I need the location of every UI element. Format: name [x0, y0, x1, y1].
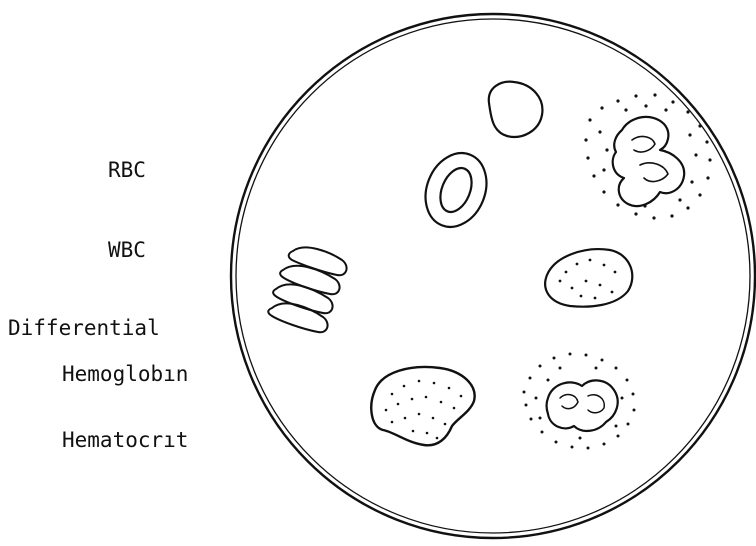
- monocyte: [371, 367, 474, 445]
- granulocyte-top: [584, 93, 711, 219]
- cell-top: [489, 82, 543, 137]
- microscope-field-inner-ring: [236, 19, 750, 533]
- red-blood-cell: [415, 144, 497, 236]
- lymphocyte: [545, 249, 632, 307]
- granulocyte-bottom: [523, 353, 636, 450]
- microscope-field-outer-ring: [231, 14, 755, 538]
- stacked-cells: [268, 247, 346, 332]
